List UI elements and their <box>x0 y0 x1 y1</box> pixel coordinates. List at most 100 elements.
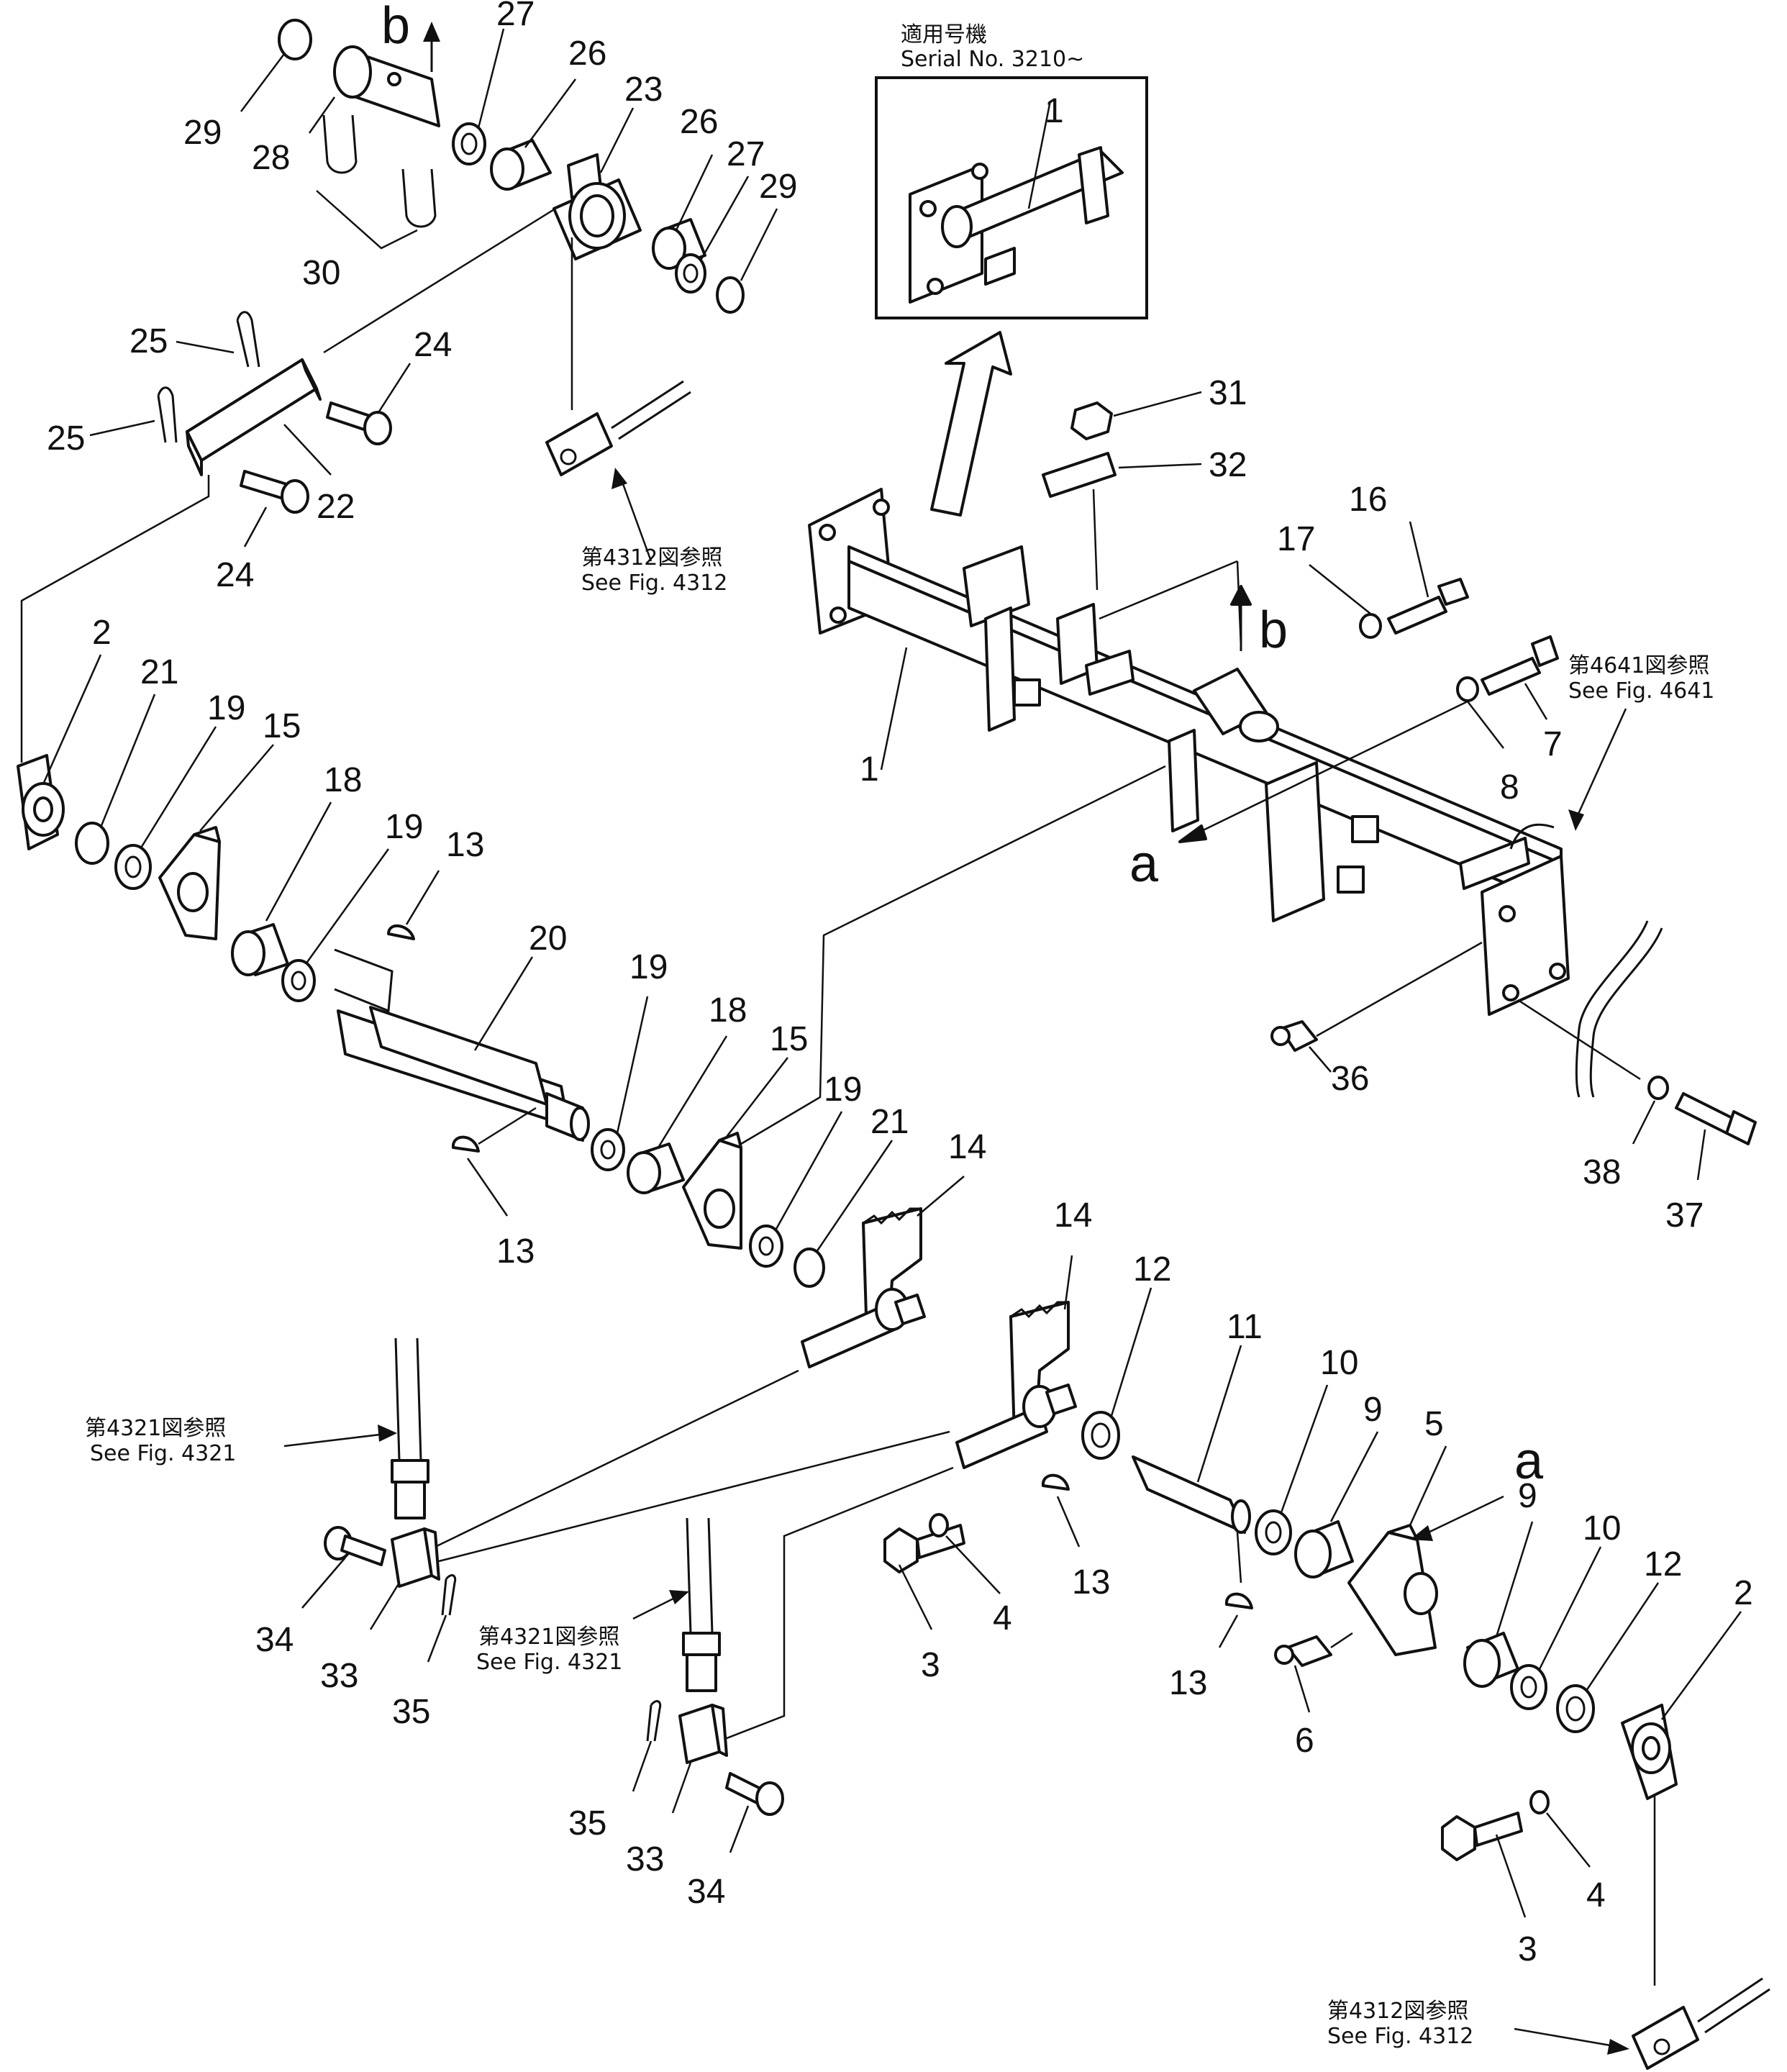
bearing-part-19-far <box>749 1224 783 1268</box>
view-a-arrowhead-lower <box>1410 1525 1433 1541</box>
bolt-part-3-right <box>1441 1812 1523 1861</box>
ref-4321-left-arrowhead <box>378 1424 397 1442</box>
lever-part-2-left <box>17 754 65 850</box>
u-clip-part-30 <box>322 114 437 228</box>
pin-part-11 <box>1132 1455 1251 1534</box>
key-part-13-lower-right <box>1225 1592 1253 1609</box>
callout-1: 1 <box>860 750 879 789</box>
callout-29-left: 29 <box>183 114 222 152</box>
shaft-part-20 <box>334 948 590 1142</box>
callout-10-right: 10 <box>1583 1509 1621 1548</box>
callout-24-lower: 24 <box>216 556 254 594</box>
callout-11: 11 <box>1227 1308 1263 1346</box>
rod-4321-left <box>391 1337 429 1519</box>
callout-21-right: 21 <box>870 1103 909 1141</box>
bolt-part-16 <box>1387 578 1469 635</box>
callout-5: 5 <box>1424 1405 1444 1443</box>
callout-17: 17 <box>1277 520 1315 558</box>
ref-4312-top-arrowhead <box>611 468 627 489</box>
callout-12-left: 12 <box>1133 1250 1171 1289</box>
callout-4-right: 4 <box>1586 1876 1606 1914</box>
lever-part-23 <box>553 153 642 260</box>
callout-3-right: 3 <box>1518 1930 1537 1968</box>
bolt-part-37 <box>1675 1092 1757 1145</box>
callout-36: 36 <box>1331 1060 1369 1098</box>
callout-18-left: 18 <box>324 761 362 799</box>
key-part-13-lower-left <box>1042 1473 1070 1491</box>
ref-4312-top-jp: 第4312図参照 <box>581 545 722 571</box>
washer-part-29-left <box>278 19 312 60</box>
rod-end-bottom <box>1632 1977 1770 2070</box>
clevis-part-33-right <box>678 1704 728 1764</box>
bracket-part-15-left <box>158 826 221 940</box>
callout-4-left: 4 <box>993 1599 1012 1637</box>
callout-19-right: 19 <box>629 948 668 986</box>
break-line <box>1575 920 1649 1098</box>
key-part-13-upper <box>387 924 415 940</box>
callout-12-right: 12 <box>1644 1545 1682 1583</box>
main-frame-part-1 <box>808 488 1570 1016</box>
callout-14-upper: 14 <box>948 1128 986 1166</box>
rod-end-top <box>545 380 691 476</box>
callout-14-lower: 14 <box>1054 1196 1092 1235</box>
seal-part-12-right <box>1556 1684 1595 1733</box>
key-part-13-lower <box>452 1135 480 1153</box>
callout-13-lower-right: 13 <box>1169 1664 1207 1702</box>
pin-part-34-left <box>324 1526 386 1566</box>
inset-frame <box>875 76 1148 319</box>
nut-part-31 <box>1070 401 1113 440</box>
callout-8: 8 <box>1500 768 1519 806</box>
callout-21-left: 21 <box>140 653 178 691</box>
inset-title-jp: 適用号機 <box>901 22 987 47</box>
callout-34-right: 34 <box>687 1873 725 1911</box>
sector-part-14-lower <box>955 1301 1077 1469</box>
sector-part-14-upper <box>801 1207 926 1368</box>
callout-22: 22 <box>317 488 355 526</box>
callout-13-lower: 13 <box>496 1232 535 1271</box>
callout-19-far: 19 <box>824 1071 862 1109</box>
bolt-part-7 <box>1481 635 1559 696</box>
callout-3-left: 3 <box>921 1646 940 1684</box>
callout-32: 32 <box>1209 446 1247 484</box>
callout-13-lower-left: 13 <box>1072 1563 1110 1601</box>
callout-26-left: 26 <box>568 35 606 73</box>
callout-7: 7 <box>1543 725 1563 763</box>
washer-part-4-right <box>1529 1790 1550 1814</box>
callout-25-upper: 25 <box>129 322 168 360</box>
callout-2-left: 2 <box>92 614 112 652</box>
washer-part-21-left <box>75 822 109 865</box>
view-mark-b-top: b <box>381 0 410 55</box>
ref-4321-mid-jp: 第4321図参照 <box>478 1625 619 1650</box>
ref-4641-en: See Fig. 4641 <box>1568 678 1714 704</box>
bushing-part-9-left <box>1294 1520 1354 1578</box>
bushing-part-18-left <box>231 923 289 976</box>
callout-33-right: 33 <box>626 1840 664 1878</box>
bearing-part-19-right <box>591 1128 625 1171</box>
callout-15-left: 15 <box>263 707 301 745</box>
washer-part-38 <box>1647 1076 1669 1100</box>
callout-37: 37 <box>1665 1196 1704 1235</box>
washer-part-21-right <box>794 1248 825 1288</box>
washer-part-4-left <box>929 1513 949 1537</box>
callout-9-right: 9 <box>1518 1477 1537 1515</box>
grease-fitting-part-6 <box>1274 1635 1332 1667</box>
clevis-part-33-left <box>391 1527 440 1588</box>
rod-4321-mid <box>682 1517 721 1692</box>
callout-9-left: 9 <box>1363 1391 1383 1429</box>
split-pin-part-25-lower <box>157 386 178 443</box>
inset-arrow <box>930 331 1012 517</box>
bearing-part-27-right <box>675 253 706 294</box>
view-b-arrowhead <box>423 22 440 42</box>
bolt-part-3-left <box>883 1524 965 1573</box>
ref-4641-arrowhead <box>1568 809 1584 831</box>
ref-4641-jp: 第4641図参照 <box>1568 653 1709 678</box>
inset-title-en: Serial No. 3210~ <box>901 47 1084 72</box>
ref-4312-top-en: See Fig. 4312 <box>581 571 727 596</box>
pin-part-28 <box>333 45 440 127</box>
callout-29-right: 29 <box>759 168 797 206</box>
inset-callout-1: 1 <box>1045 92 1064 130</box>
ref-4321-mid-en: See Fig. 4321 <box>476 1650 622 1675</box>
bearing-part-10-right <box>1510 1664 1547 1710</box>
callout-35-right: 35 <box>568 1804 606 1842</box>
callout-35-left: 35 <box>392 1693 430 1731</box>
